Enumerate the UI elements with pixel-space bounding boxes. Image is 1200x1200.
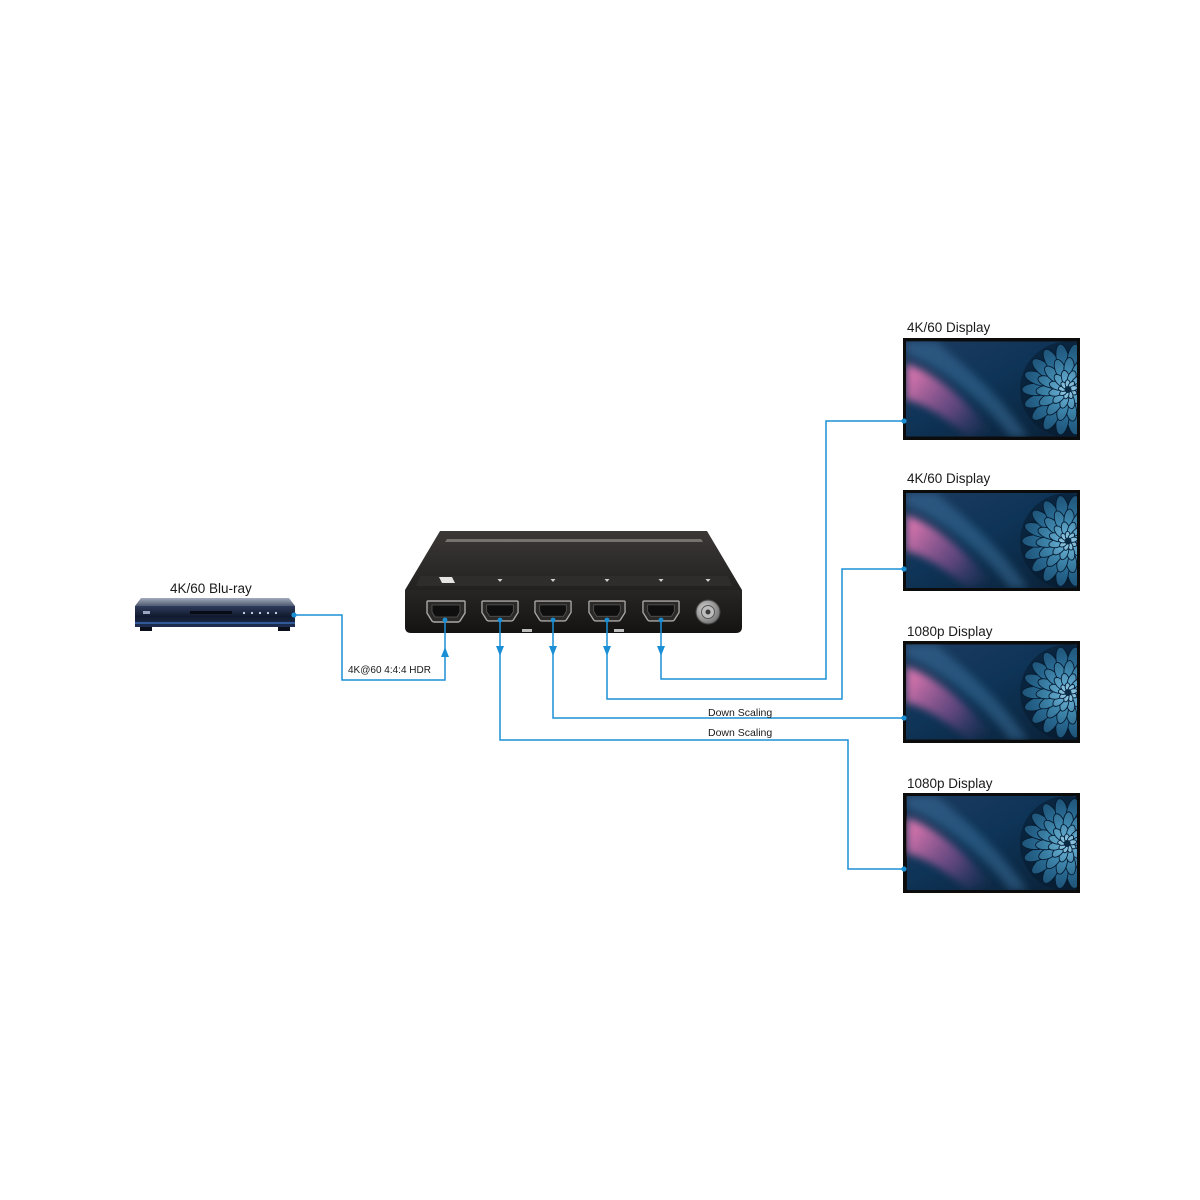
- output-connection-line: [660, 420, 904, 680]
- arrow-down-icon: [496, 646, 504, 656]
- status-led: [522, 629, 532, 632]
- down-scaling-label: Down Scaling: [708, 707, 772, 719]
- blu-ray-button: [250, 611, 254, 615]
- connector-dot: [901, 418, 907, 424]
- blu-ray-disc-slot: [190, 611, 232, 614]
- arrow-down-icon: [549, 646, 557, 656]
- display-4: 1080p Display: [903, 776, 1115, 893]
- blu-ray-button: [274, 611, 278, 615]
- blu-ray-front-face: [135, 606, 295, 627]
- connections: 4K@60 4:4:4 HDR Down Scaling Down Scalin…: [291, 418, 907, 872]
- blu-ray-logo: [143, 611, 150, 614]
- display-screen-image: [907, 796, 1115, 891]
- display-screen-image: [906, 645, 1116, 741]
- display-screen-image: [906, 342, 1116, 438]
- port-marker: [604, 579, 610, 582]
- connector-dot: [550, 617, 556, 623]
- connector-dot: [291, 612, 297, 618]
- display-label: 1080p Display: [907, 776, 993, 791]
- power-jack: [695, 599, 721, 625]
- connector-dot: [604, 617, 610, 623]
- blu-ray-player: 4K/60 Blu-ray: [135, 581, 295, 631]
- connector-dot: [442, 617, 448, 623]
- connector-dot: [497, 617, 503, 623]
- arrow-down-icon: [603, 646, 611, 656]
- connector-dot: [901, 866, 907, 872]
- port-marker: [658, 579, 664, 582]
- blu-ray-highlight: [135, 622, 295, 624]
- blu-ray-button: [242, 611, 246, 615]
- splitter-logo: [439, 577, 455, 583]
- port-marker: [705, 579, 711, 582]
- port-marker: [550, 579, 556, 582]
- port-marker: [497, 579, 503, 582]
- connector-dot: [901, 715, 907, 721]
- display-label: 4K/60 Display: [907, 471, 991, 486]
- hdmi-splitter: [405, 531, 742, 633]
- output-connection-line: [606, 568, 904, 700]
- input-link-label: 4K@60 4:4:4 HDR: [348, 665, 431, 676]
- arrow-up-icon: [441, 647, 449, 657]
- display-screen-image: [906, 493, 1116, 589]
- splitter-top-face: [405, 531, 742, 590]
- connector-dot: [658, 617, 664, 623]
- display-2: 4K/60 Display: [903, 471, 1116, 591]
- splitter-front-label-strip: [416, 576, 732, 586]
- connector-dot: [901, 566, 907, 572]
- blu-ray-button: [266, 611, 270, 615]
- blu-ray-button: [258, 611, 262, 615]
- display-1: 4K/60 Display: [903, 320, 1116, 440]
- source-label: 4K/60 Blu-ray: [170, 581, 252, 596]
- blu-ray-foot: [278, 627, 290, 631]
- power-jack-pin: [705, 609, 711, 615]
- output-connection-line: [499, 620, 904, 870]
- display-label: 4K/60 Display: [907, 320, 991, 335]
- splitter-top-stripe: [445, 539, 703, 542]
- blu-ray-foot: [140, 627, 152, 631]
- output-connection-line: [552, 620, 904, 719]
- blu-ray-top-face: [135, 598, 295, 606]
- status-led: [614, 629, 624, 632]
- input-connection-line: [294, 614, 446, 681]
- display-label: 1080p Display: [907, 624, 993, 639]
- arrow-down-icon: [657, 646, 665, 656]
- display-3: 1080p Display: [903, 624, 1116, 743]
- down-scaling-label: Down Scaling: [708, 727, 772, 739]
